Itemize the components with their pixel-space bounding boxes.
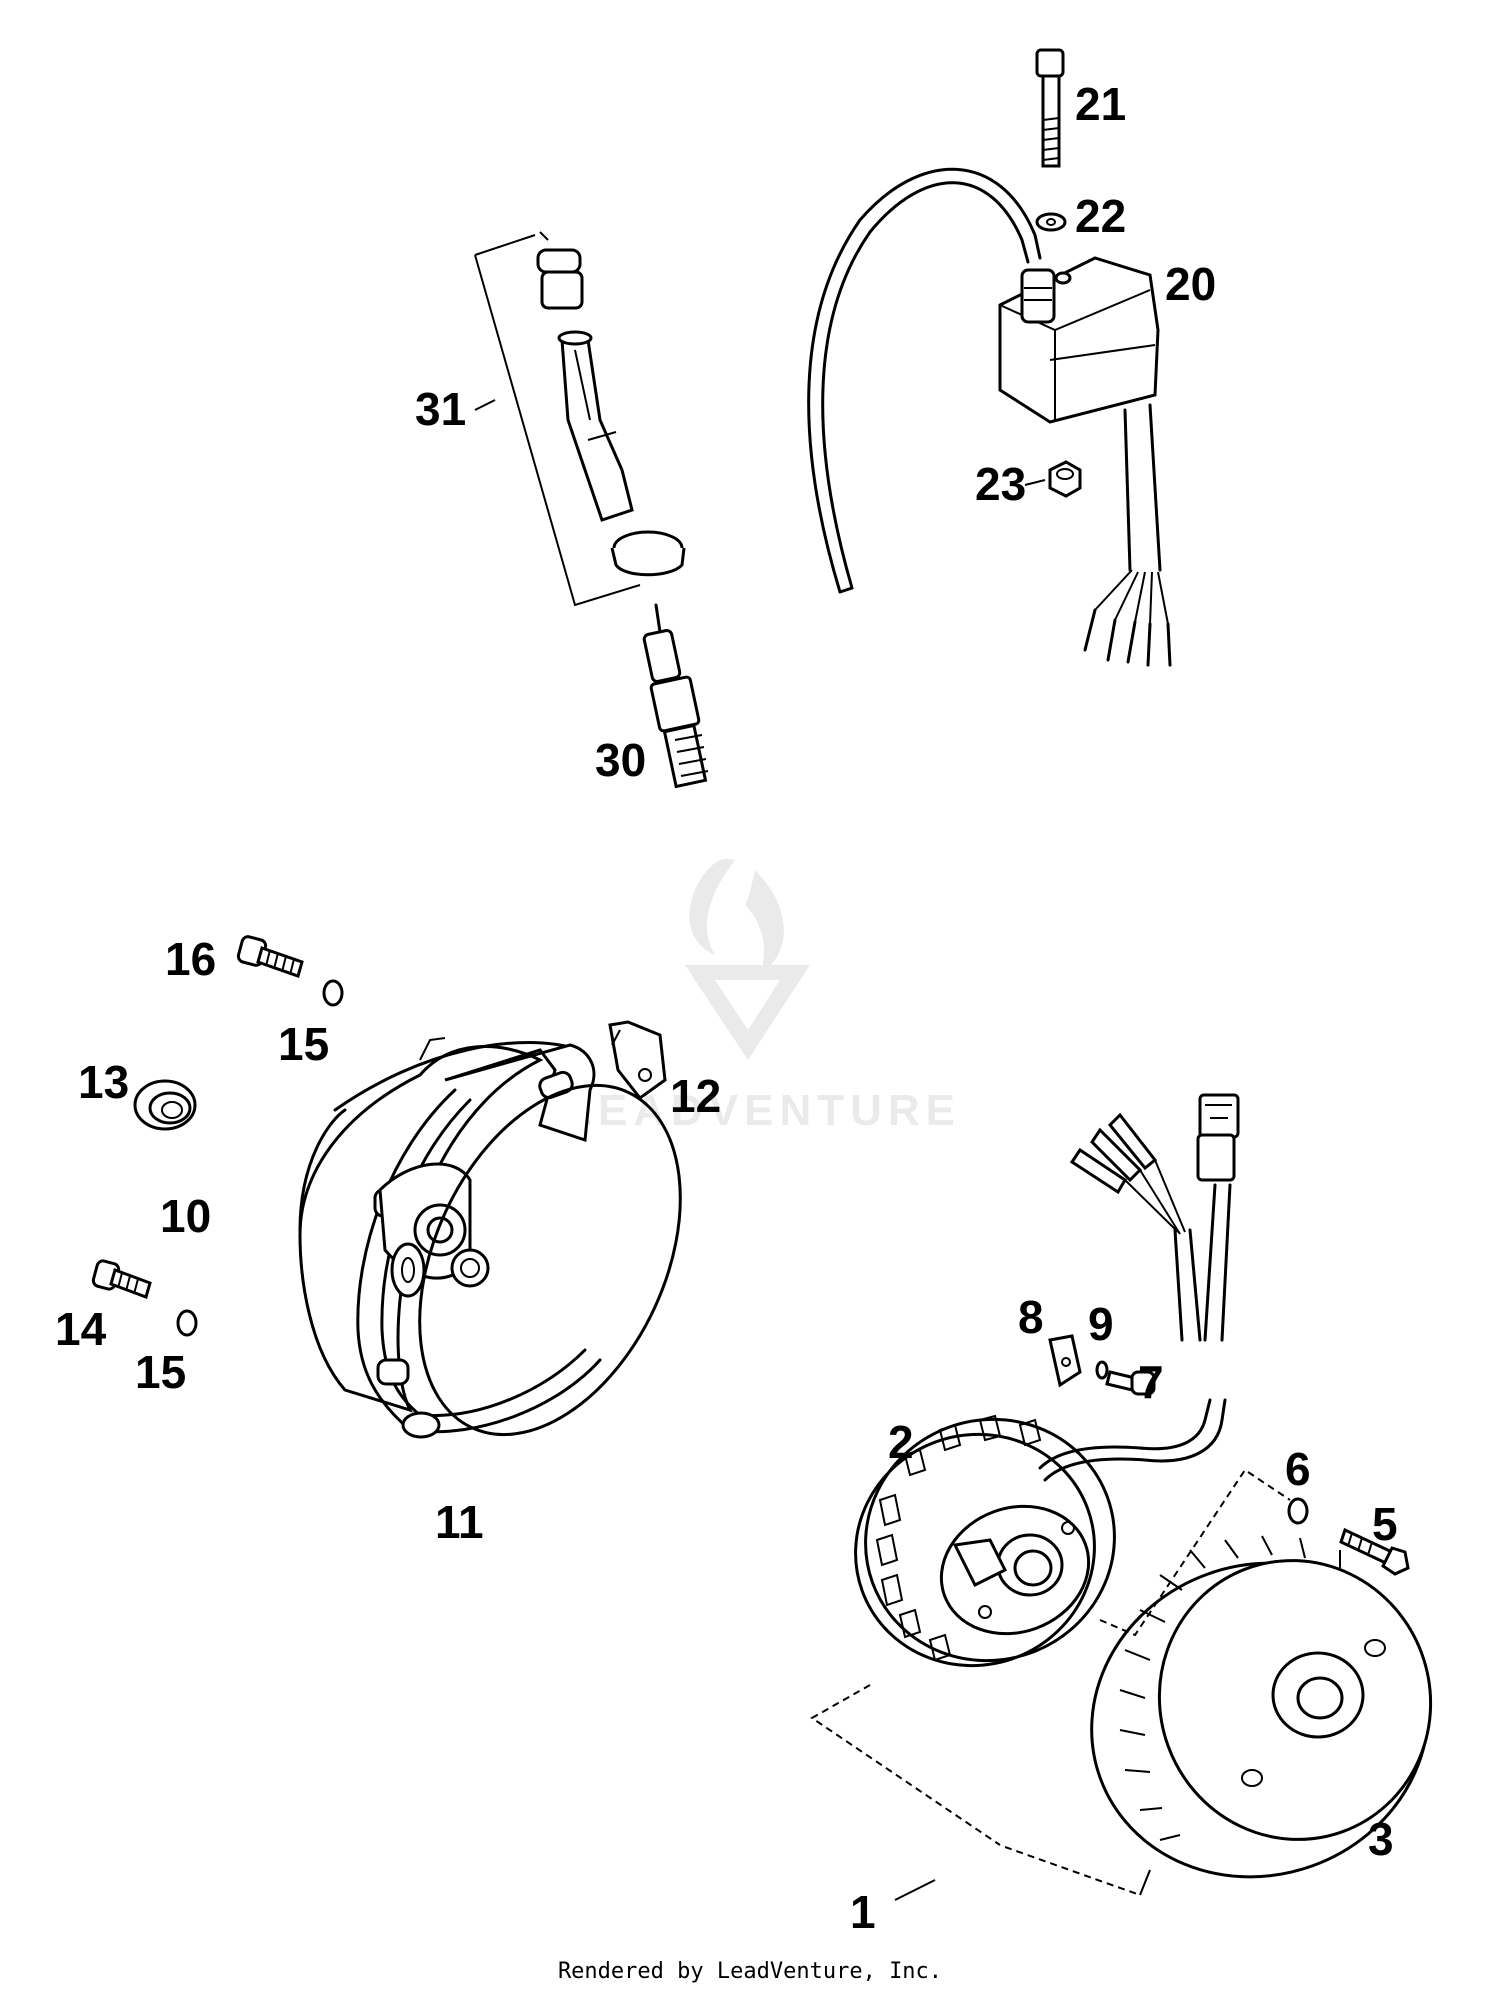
coil-mounting-bolt [1035, 48, 1065, 168]
callout-21: 21 [1075, 78, 1126, 130]
coil-nut [1048, 460, 1082, 498]
callout-13: 13 [78, 1056, 129, 1108]
callout-15a: 15 [278, 1018, 329, 1070]
clamp-screw [1105, 1370, 1156, 1396]
flywheel-washer [1287, 1497, 1309, 1525]
callout-6: 6 [1285, 1443, 1311, 1495]
watermark-text: LEADVENTURE [565, 1086, 961, 1135]
lock-washer [1095, 1360, 1109, 1380]
ignition-coil [807, 167, 1172, 667]
ignition-cover [298, 1037, 602, 1439]
stator [854, 1093, 1240, 1668]
callout-31: 31 [415, 383, 466, 435]
cover-screw-upper [236, 935, 304, 978]
cover-washer-upper [322, 979, 344, 1007]
callout-7: 7 [1138, 1356, 1164, 1408]
cable-clip [608, 1020, 667, 1101]
cover-washer-lower [176, 1309, 198, 1337]
callout-15b: 15 [135, 1346, 186, 1398]
callout-labels: 1 2 3 5 6 7 8 9 10 11 12 13 14 15 15 16 … [55, 78, 1398, 1938]
spark-plug-cap-kit [474, 231, 686, 607]
callout-9: 9 [1088, 1298, 1114, 1350]
callout-1: 1 [850, 1886, 876, 1938]
flywheel-rotor [1090, 1535, 1433, 1879]
callout-8: 8 [1018, 1291, 1044, 1343]
ignition-kit-bracket [810, 1468, 1291, 1901]
ignition-cover-gasket [418, 1083, 682, 1437]
callout-30: 30 [595, 734, 646, 786]
stator-clamp [1048, 1334, 1082, 1388]
callout-14: 14 [55, 1303, 107, 1355]
callout-2: 2 [888, 1416, 914, 1468]
callout-22: 22 [1075, 190, 1126, 242]
callout-10: 10 [160, 1190, 211, 1242]
callout-leaders [474, 399, 1046, 486]
footer-credit: Rendered by LeadVenture, Inc. [558, 1959, 942, 1984]
cover-seal [133, 1079, 197, 1131]
callout-16: 16 [165, 933, 216, 985]
coil-washer [1035, 212, 1067, 232]
cover-screw-lower [91, 1259, 152, 1299]
watermark-logo [685, 858, 810, 1060]
callout-12: 12 [670, 1070, 721, 1122]
callout-5: 5 [1372, 1498, 1398, 1550]
callout-20: 20 [1165, 258, 1216, 310]
spark-plug [642, 603, 709, 789]
callout-23: 23 [975, 458, 1026, 510]
flywheel-nut [1339, 1527, 1410, 1576]
callout-3: 3 [1368, 1813, 1394, 1865]
callout-11: 11 [435, 1496, 484, 1548]
